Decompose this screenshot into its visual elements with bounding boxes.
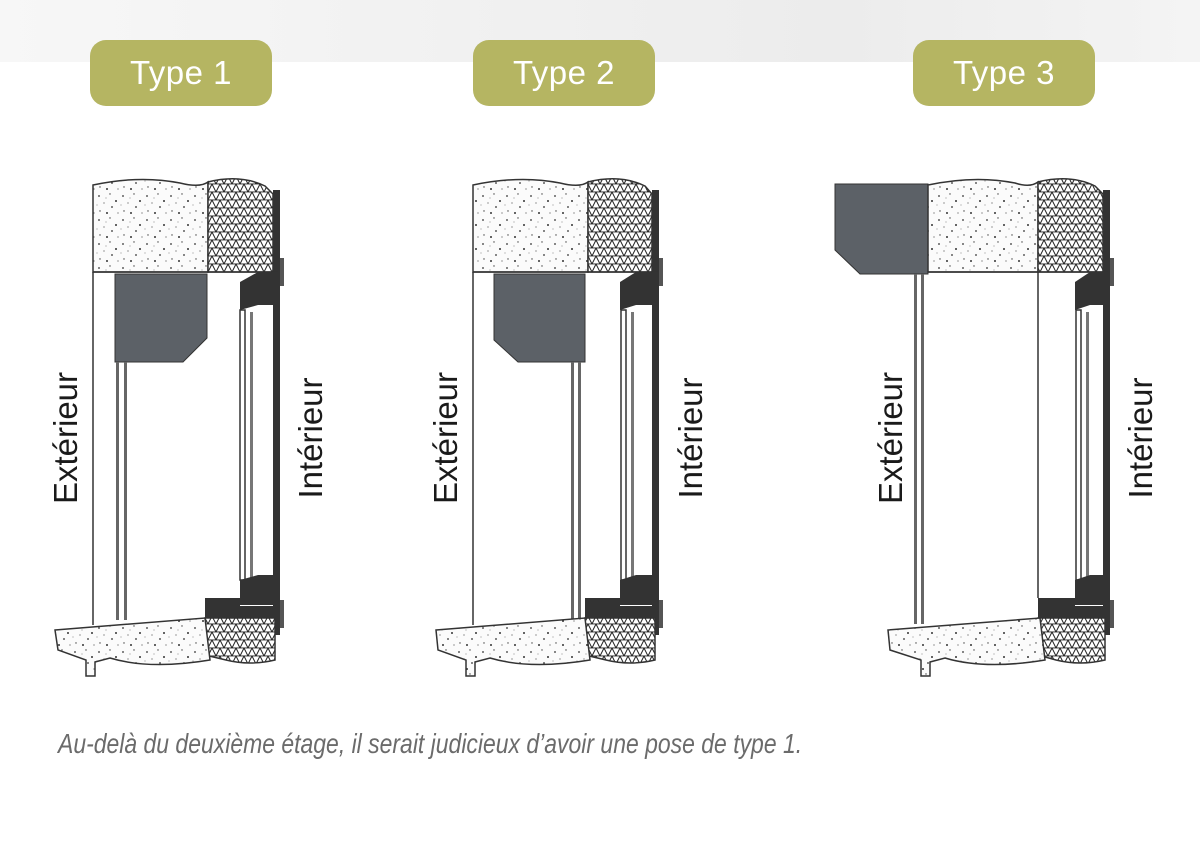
sill-concrete — [54, 617, 211, 677]
type-3-exterior-label: Extérieur — [872, 371, 909, 505]
type-3-badge: Type 3 — [913, 40, 1095, 106]
type-1-badge: Type 1 — [90, 40, 272, 106]
lintel-insulation — [207, 178, 274, 273]
caption: Au-delà du deuxième étage, il serait jud… — [58, 728, 803, 759]
shutter-box — [114, 273, 208, 363]
shutter-box — [493, 273, 586, 363]
type-2-diagram — [435, 178, 663, 677]
shutter-box — [834, 183, 929, 275]
type-2-interior-label: Intérieur — [672, 377, 709, 499]
type-3-interior-label: Intérieur — [1122, 377, 1159, 499]
type-2-badge: Type 2 — [473, 40, 655, 106]
type-3-diagram — [834, 178, 1114, 677]
type-1-exterior-label: Extérieur — [47, 371, 84, 505]
wall-lining — [273, 190, 280, 635]
type-1-interior-label: Intérieur — [292, 377, 329, 499]
lintel-concrete — [92, 178, 209, 273]
type-2-exterior-label: Extérieur — [427, 371, 464, 505]
type-1-diagram — [54, 178, 284, 677]
